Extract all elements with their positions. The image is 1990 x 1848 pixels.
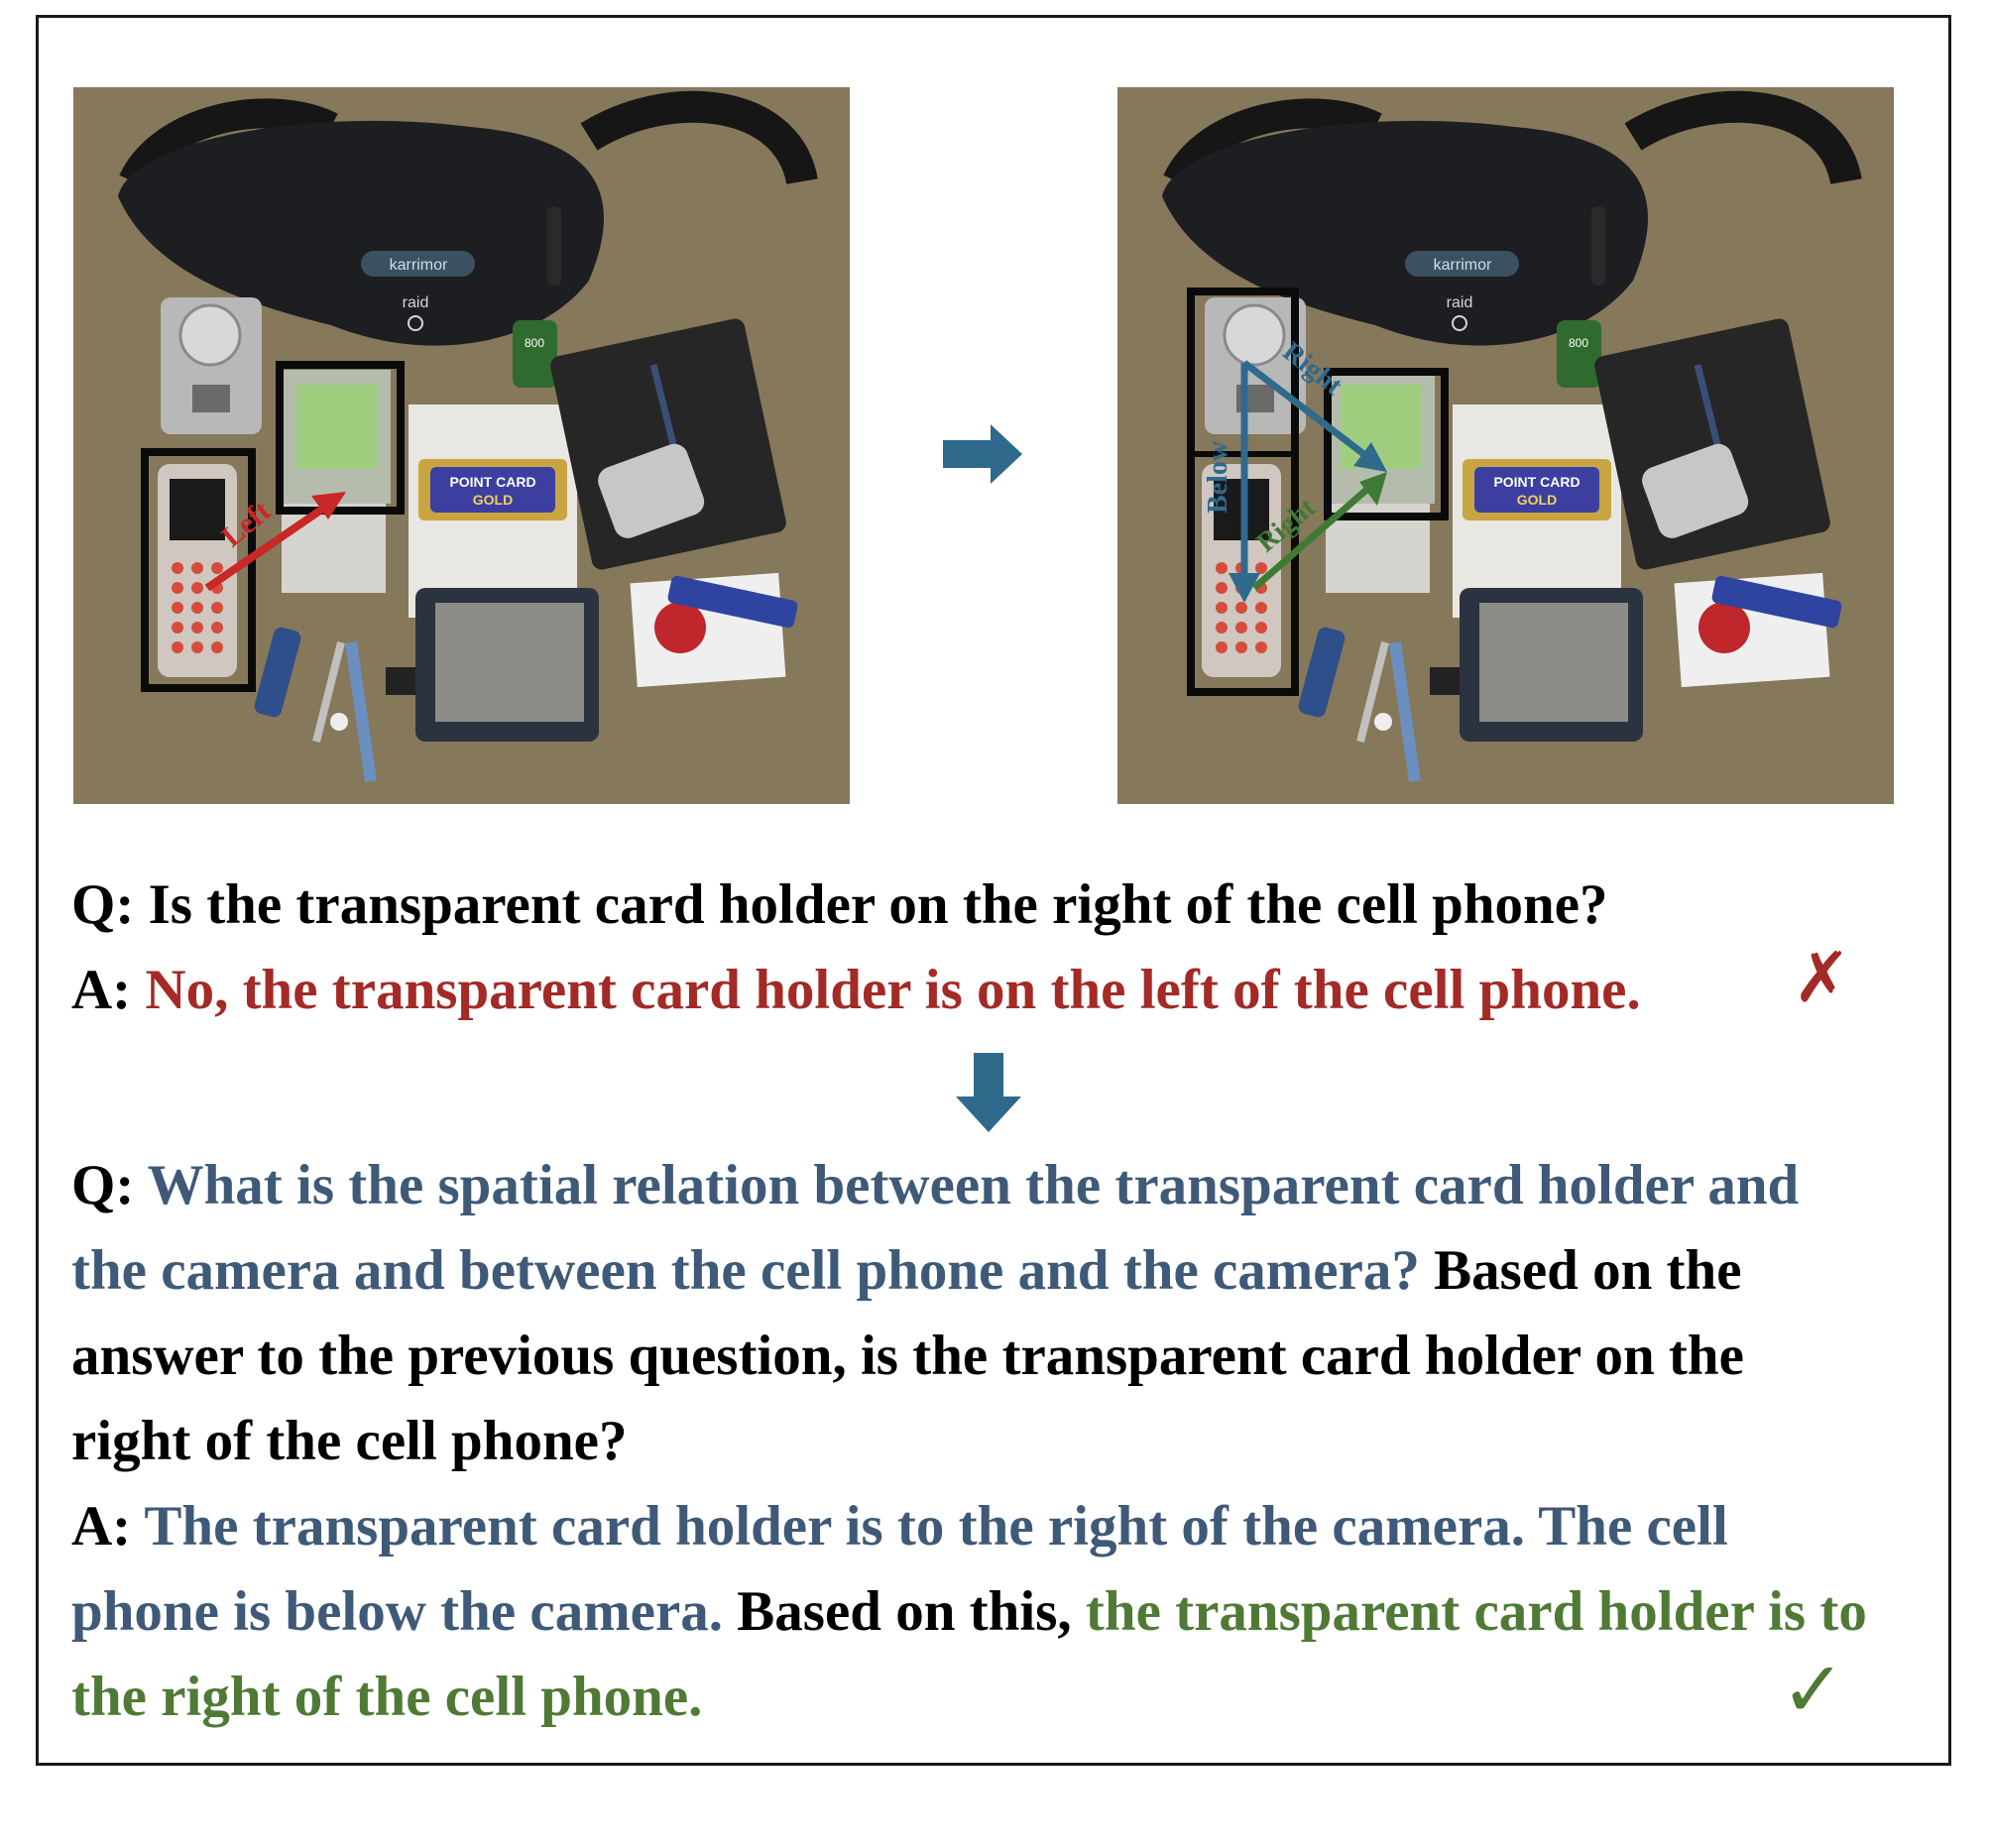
qa2-q-blue: What is the spatial relation between the…	[71, 1154, 1800, 1302]
keys	[1356, 641, 1460, 782]
qa2-q-black: Based on the answer to the previous ques…	[71, 1239, 1744, 1472]
film-canister	[513, 320, 557, 388]
lip-balm	[1298, 627, 1346, 718]
qa1-q-text: Is the transparent card holder on the ri…	[148, 873, 1608, 936]
card-text-line1: POINT CARD	[449, 474, 535, 490]
qa1-a-text: No, the transparent card holder is on th…	[145, 959, 1641, 1021]
film-label: 800	[1569, 336, 1588, 350]
qa1-a-prefix: A:	[71, 959, 132, 1021]
qa2-answer: A: The transparent card holder is to the…	[71, 1484, 1876, 1740]
qa2-a-prefix: A:	[71, 1495, 132, 1558]
below-arrow	[1229, 363, 1260, 603]
photo-left-scene: karrimor raid 800 POINT CARD GOLD	[73, 87, 850, 804]
qa1-q-prefix: Q:	[71, 873, 135, 936]
lip-balm	[254, 627, 301, 718]
qa1-answer: A: No, the transparent card holder is on…	[71, 948, 1876, 1033]
keys	[312, 641, 415, 782]
photo-right: karrimor raid 800 POINT CARD GOLD	[1117, 87, 1894, 804]
qa1: Q: Is the transparent card holder on the…	[71, 863, 1876, 1033]
cell-phone-box	[141, 448, 256, 692]
card-holder-box	[276, 361, 405, 515]
lighter	[667, 575, 798, 629]
card-text-line2: GOLD	[1517, 492, 1557, 508]
qa2-q-prefix: Q:	[71, 1154, 135, 1216]
left-arrow	[204, 492, 346, 592]
waist-bag	[118, 120, 604, 346]
right-arrow-phone	[1251, 472, 1387, 591]
qa1-question: Q: Is the transparent card holder on the…	[71, 863, 1876, 948]
bag-brand-label: karrimor	[1434, 257, 1492, 274]
photo-left: karrimor raid 800 POINT CARD GOLD	[73, 87, 850, 804]
card-holder-box	[1324, 368, 1449, 520]
wrong-mark-icon: ✗	[1793, 941, 1851, 1017]
transition-arrow-down	[956, 1053, 1021, 1132]
photo-right-scene: karrimor raid 800 POINT CARD GOLD	[1117, 87, 1894, 804]
transition-arrow-right	[943, 424, 1022, 484]
qa2: Q: What is the spatial relation between …	[71, 1143, 1876, 1740]
check-mark-icon: ✓	[1781, 1647, 1846, 1733]
qa2-question: Q: What is the spatial relation between …	[71, 1143, 1876, 1484]
card-text-line1: POINT CARD	[1493, 474, 1580, 490]
below-label: Below	[1203, 440, 1233, 514]
figure-frame	[36, 15, 1951, 1766]
card-text-line2: GOLD	[473, 492, 513, 508]
bag-model-label: raid	[403, 294, 429, 311]
qa2-a-black: Based on this,	[737, 1580, 1072, 1643]
bag-model-label: raid	[1447, 294, 1473, 311]
film-label: 800	[525, 336, 544, 350]
film-canister	[1557, 320, 1601, 388]
qa2-a-blue: The transparent card holder is to the ri…	[71, 1495, 1728, 1643]
camera-phone-box	[1187, 288, 1299, 696]
tin-case	[1642, 443, 1749, 538]
right-arrow-camera	[1241, 360, 1387, 472]
lighter	[1711, 575, 1842, 629]
bag-brand-label: karrimor	[390, 257, 448, 274]
qa2-a-green: the transparent card holder is to the ri…	[71, 1580, 1867, 1728]
tin-case	[598, 443, 705, 538]
